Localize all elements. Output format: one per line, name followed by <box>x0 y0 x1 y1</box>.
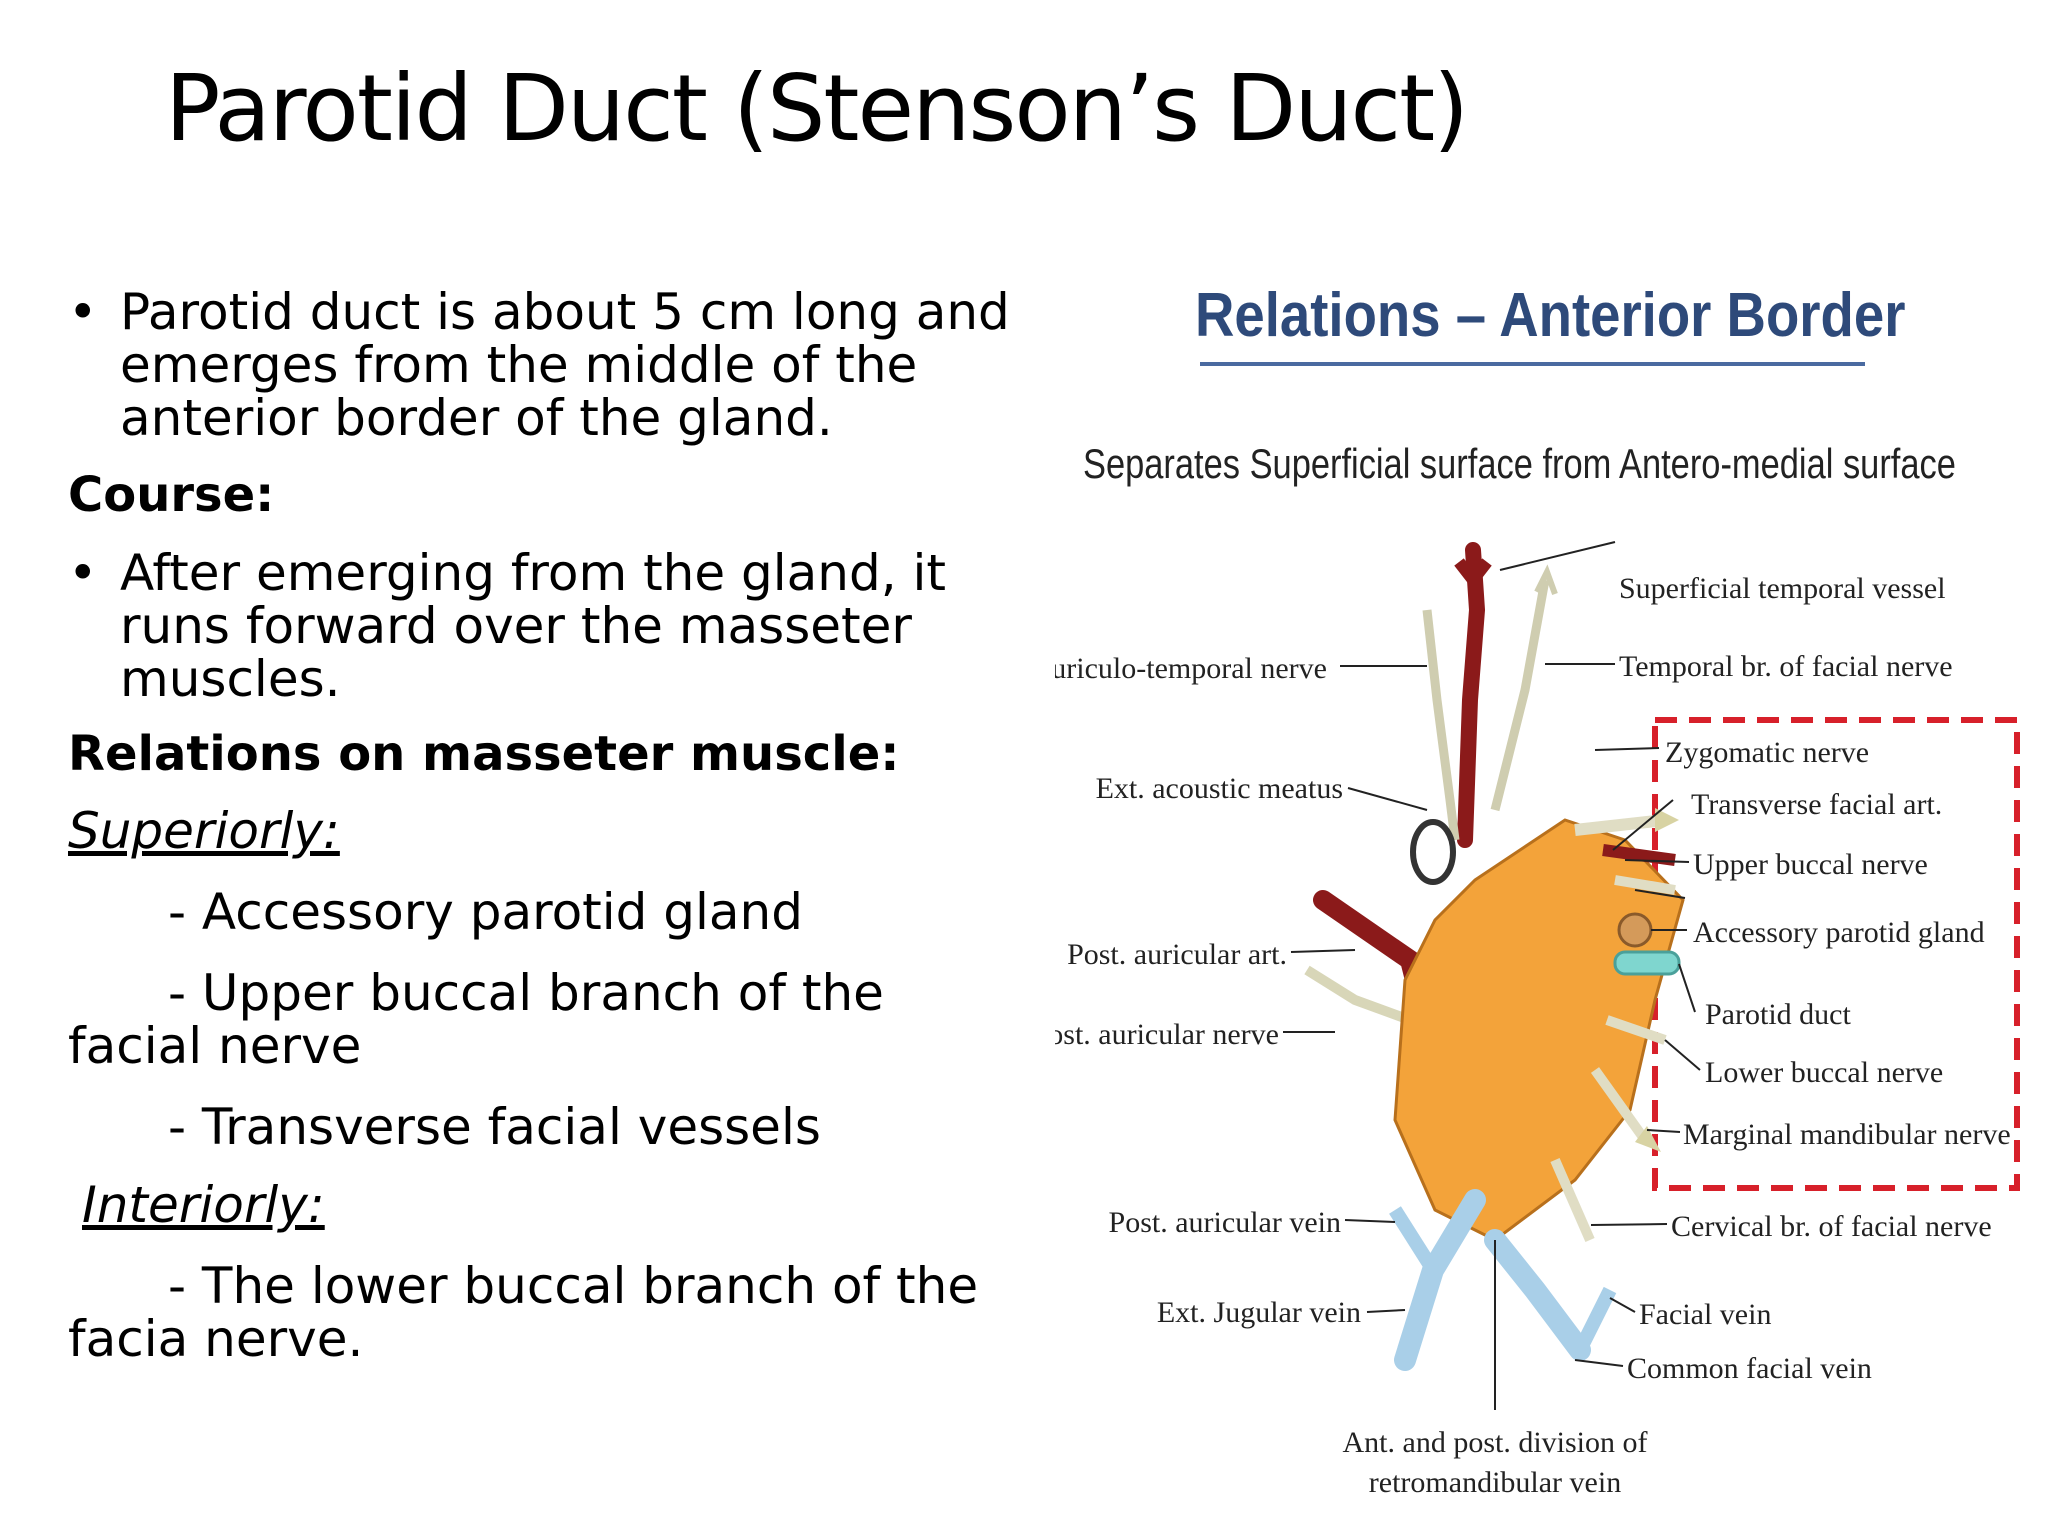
label-common-facial-vein: Common facial vein <box>1627 1352 1872 1385</box>
bullet-dot: • <box>68 283 98 341</box>
lower-buccal-nerve <box>1605 1015 1667 1045</box>
upper-buccal-nerve <box>1614 875 1676 895</box>
ext-acoustic-meatus <box>1410 819 1456 885</box>
superiorly-label: Superiorly: <box>68 802 340 860</box>
accessory-parotid-gland <box>1617 912 1653 948</box>
label-post-auricular-vein: Post. auricular vein <box>1109 1206 1341 1239</box>
label-cervical-branch: Cervical br. of facial nerve <box>1671 1210 1992 1243</box>
inferior-item: - The lower buccal branch of the facia n… <box>68 1257 979 1368</box>
label-retromandibular-line1: Ant. and post. division of <box>1343 1426 1648 1459</box>
label-retromandibular-line2: retromandibular vein <box>1369 1466 1621 1499</box>
zygomatic-branch <box>1574 814 1666 836</box>
post-auricular-nerve <box>1304 965 1412 1025</box>
label-parotid-duct: Parotid duct <box>1705 998 1851 1031</box>
external-jugular-vein <box>1394 1189 1486 1371</box>
post-auricular-vein <box>1389 1206 1439 1274</box>
intro-text: Parotid duct is about 5 cm long and emer… <box>120 283 1010 447</box>
course-bullet: • After emerging from the gland, it runs… <box>68 547 1028 706</box>
course-text: After emerging from the gland, it runs f… <box>120 544 947 708</box>
auriculo-temporal-nerve <box>1422 609 1460 841</box>
label-marginal-mandibular-nerve: Marginal mandibular nerve <box>1683 1118 2011 1151</box>
intro-bullet: • Parotid duct is about 5 cm long and em… <box>68 286 1028 445</box>
transverse-facial-artery <box>1602 844 1676 866</box>
diagram-labels: Auriculo-temporal nerve Ext. acoustic me… <box>1055 572 2011 1499</box>
superior-item: - Upper buccal branch of the facial nerv… <box>68 964 884 1075</box>
label-facial-vein: Facial vein <box>1639 1298 1771 1331</box>
superficial-temporal-artery <box>1457 542 1486 848</box>
label-lower-buccal-nerve: Lower buccal nerve <box>1705 1056 1943 1089</box>
diagram-subtitle: Separates Superficial surface from Anter… <box>1083 440 1956 487</box>
artery-fork <box>1454 558 1492 590</box>
anatomy-illustration: Auriculo-temporal nerve Ext. acoustic me… <box>1055 541 2020 1499</box>
label-zygomatic-nerve: Zygomatic nerve <box>1665 736 1869 769</box>
temporal-branch-nerve <box>1490 579 1550 812</box>
relations-heading: Relations on masseter muscle: <box>68 726 900 782</box>
label-post-auricular-nerve: Post. auricular nerve <box>1055 1018 1279 1051</box>
label-ext-jugular-vein: Ext. Jugular vein <box>1157 1296 1361 1329</box>
leader-lines <box>1283 541 1701 1410</box>
label-transverse-facial-artery: Transverse facial art. <box>1691 788 1942 821</box>
label-upper-buccal-nerve: Upper buccal nerve <box>1693 848 1928 881</box>
label-accessory-parotid-gland: Accessory parotid gland <box>1693 916 1985 949</box>
slide-title: Parotid Duct (Stenson’s Duct) <box>165 55 1469 162</box>
facial-vein <box>1484 1229 1591 1361</box>
text-column: • Parotid duct is about 5 cm long and em… <box>68 286 1028 1366</box>
label-auriculo-temporal-nerve: Auriculo-temporal nerve <box>1055 652 1327 685</box>
parotid-duct <box>1613 950 1681 976</box>
label-post-auricular-artery: Post. auricular art. <box>1067 938 1287 971</box>
superior-item: - Transverse facial vessels <box>168 1098 821 1156</box>
bullet-dot: • <box>68 544 98 602</box>
label-superficial-temporal-vessel: Superficial temporal vessel <box>1619 572 1946 605</box>
marginal-mandibular-nerve <box>1590 1067 1650 1143</box>
highlight-box <box>1652 717 2020 1191</box>
anterior-border-diagram: Relations – Anterior Border Separates Su… <box>1055 280 2035 1520</box>
label-temporal-branch: Temporal br. of facial nerve <box>1619 650 1953 683</box>
diagram-title-underline <box>1200 362 1865 366</box>
course-heading: Course: <box>68 467 275 523</box>
interiorly-label: Interiorly: <box>82 1176 325 1234</box>
superior-item: - Accessory parotid gland <box>168 883 803 941</box>
cervical-branch-nerve <box>1550 1157 1595 1243</box>
label-ext-acoustic-meatus: Ext. acoustic meatus <box>1096 772 1343 805</box>
